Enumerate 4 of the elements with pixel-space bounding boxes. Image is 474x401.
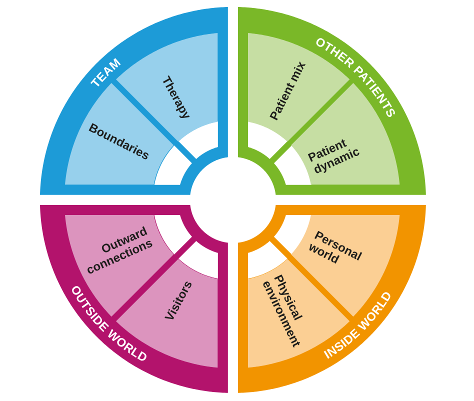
wheel-quadrant [238,7,426,195]
wheel-quadrant [238,205,426,393]
wheel-quadrant [40,205,228,393]
wheel-quadrant [40,7,228,195]
